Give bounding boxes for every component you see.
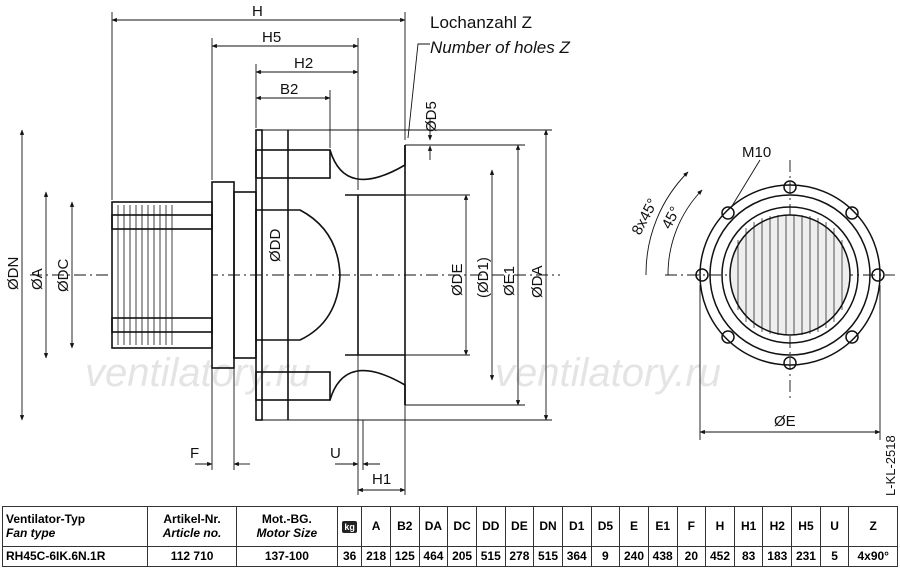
dim-h2-label: H2 <box>294 55 313 72</box>
dim-da-label: ØDA <box>529 265 546 298</box>
header-motor-size: Mot.-BG.Motor Size <box>235 506 339 547</box>
cell-value: 83 <box>733 545 764 568</box>
header-article-no: Artikel-Nr.Article no. <box>147 506 237 547</box>
watermark-left: ventilatory.ru <box>85 351 311 395</box>
header-weight-icon: kg <box>337 506 363 547</box>
holes-note-en: Number of holes Z <box>430 38 570 57</box>
cell-fan-type: RH45C-6IK.6N.1R <box>1 545 149 568</box>
header-col: DD <box>475 506 506 547</box>
cell-value: 231 <box>791 545 821 568</box>
dim-u-label: U <box>330 445 341 462</box>
angle-8x45-label: 8x45° <box>629 196 662 238</box>
holes-note-de: Lochanzahl Z <box>430 13 532 32</box>
header-col: D5 <box>590 506 621 547</box>
front-view-dimensions <box>645 159 881 440</box>
header-col: H5 <box>791 506 821 547</box>
dimension-lines-left <box>19 129 75 421</box>
header-col: E1 <box>647 506 678 547</box>
cell-value: 125 <box>389 545 420 568</box>
cell-value: 5 <box>819 545 850 568</box>
fan-side-view <box>30 129 560 421</box>
cell-value: 515 <box>533 545 563 568</box>
cell-value: 205 <box>447 545 477 568</box>
header-col: B2 <box>389 506 420 547</box>
cell-value: 452 <box>705 545 735 568</box>
dim-h1-label: H1 <box>372 471 391 488</box>
cell-value: 240 <box>619 545 649 568</box>
cell-value: 183 <box>762 545 793 568</box>
drawing-id: L-KL-2518 <box>883 435 898 496</box>
cell-value: 218 <box>361 545 391 568</box>
cell-value: 278 <box>504 545 535 568</box>
header-col: H2 <box>762 506 793 547</box>
fan-front-view <box>665 160 895 400</box>
technical-drawing: ventilatory.ru ventilatory.ru <box>5 3 898 496</box>
dim-dd-label: ØDD <box>267 229 284 263</box>
cell-value: 4x90° <box>848 545 898 568</box>
thread-m10-label: M10 <box>742 144 771 161</box>
dim-d1-label: (ØD1) <box>475 257 492 298</box>
header-col: F <box>676 506 707 547</box>
header-col: DN <box>533 506 563 547</box>
dim-dn-label: ØDN <box>5 257 22 290</box>
cell-value: 515 <box>475 545 506 568</box>
dim-h-label: H <box>252 3 263 20</box>
dimension-lines-right <box>262 118 552 421</box>
dim-de-label: ØDE <box>449 263 466 296</box>
header-col: U <box>819 506 850 547</box>
cell-value: 438 <box>647 545 678 568</box>
dim-h5-label: H5 <box>262 29 281 46</box>
dim-a-label: ØA <box>29 268 46 290</box>
dim-e1-label: ØE1 <box>501 266 518 296</box>
watermark-right: ventilatory.ru <box>495 351 721 395</box>
header-col: D1 <box>561 506 592 547</box>
header-col: DA <box>418 506 449 547</box>
cell-value: 9 <box>590 545 621 568</box>
cell-weight: 36 <box>337 545 363 568</box>
header-col: A <box>361 506 391 547</box>
dim-d5-label: ØD5 <box>423 101 440 132</box>
dimension-lines-bottom <box>195 355 406 495</box>
cell-motor-size: 137-100 <box>235 545 339 568</box>
dimension-lines-top <box>111 12 406 200</box>
cell-value: 464 <box>418 545 449 568</box>
header-col: Z <box>848 506 898 547</box>
dim-b2-label: B2 <box>280 81 298 98</box>
header-col: H <box>705 506 735 547</box>
dim-f-label: F <box>190 445 199 462</box>
cell-article-no: 112 710 <box>147 545 237 568</box>
header-col: H1 <box>733 506 764 547</box>
dim-dc-label: ØDC <box>55 259 72 293</box>
header-col: E <box>619 506 649 547</box>
angle-45-label: 45° <box>659 204 685 232</box>
header-col: DE <box>504 506 535 547</box>
table-row: RH45C-6IK.6N.1R 112 710 137-100 36 218 1… <box>1 545 898 568</box>
cell-value: 364 <box>561 545 592 568</box>
cell-value: 20 <box>676 545 707 568</box>
header-col: DC <box>447 506 477 547</box>
dim-e-label: ØE <box>774 413 796 430</box>
